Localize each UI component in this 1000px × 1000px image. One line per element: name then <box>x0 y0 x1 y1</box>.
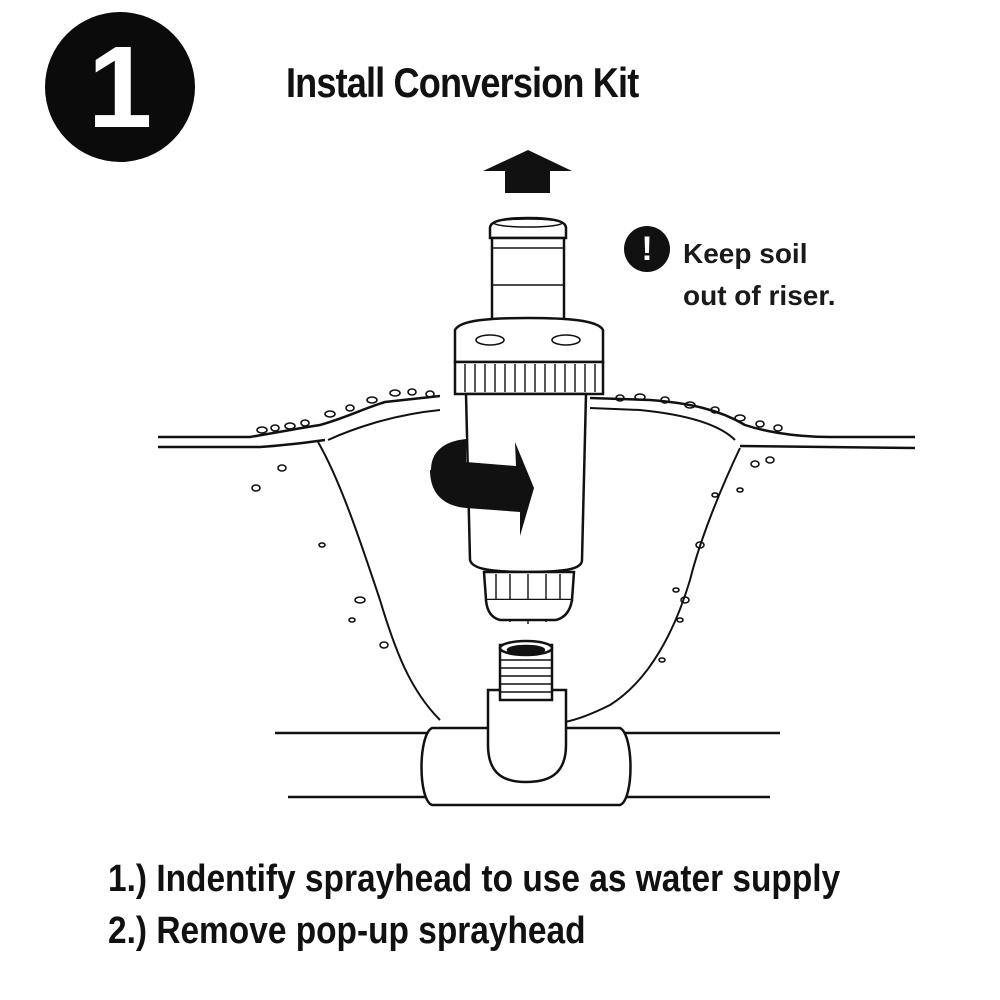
instruction-item: 1.) Indentify sprayhead to use as water … <box>108 858 841 900</box>
exclamation-icon: ! <box>624 226 670 272</box>
note-line: out of riser. <box>683 280 836 311</box>
soil-particles <box>251 388 783 663</box>
instruction-item: 2.) Remove pop-up sprayhead <box>108 910 586 952</box>
instruction-list: 1.) Indentify sprayhead to use as water … <box>108 853 840 957</box>
dug-hole <box>317 407 741 723</box>
soil-warning-note: Keep soil out of riser. <box>683 233 835 317</box>
step-number-badge: 1 <box>45 12 195 162</box>
unscrew-arrow-icon <box>430 438 534 536</box>
step-title: Install Conversion Kit <box>286 59 639 106</box>
pipe-fitting <box>275 639 780 807</box>
popup-sprayhead <box>453 216 605 624</box>
ground-surface <box>158 394 916 450</box>
lift-up-arrow-icon <box>483 150 572 193</box>
note-line: Keep soil <box>683 238 808 269</box>
